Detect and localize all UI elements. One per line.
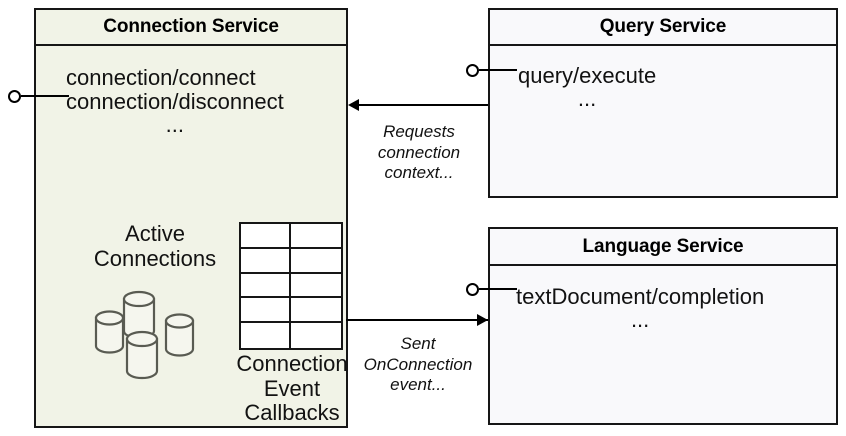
active-connections-label-line2: Connections [93,245,217,271]
endpoint-textdocument-completion: textDocument/completion [516,284,765,309]
sent-label-line3: event... [390,375,446,395]
language-service-title: Language Service [490,229,836,266]
table-cell [291,323,341,348]
query-service-ellipsis: ... [577,85,597,111]
arrow-head-right-icon [477,314,488,326]
language-service-endpoint-list: textDocument/completion ... [516,285,764,331]
connection-event-callbacks-table[interactable] [239,222,343,350]
endpoint-connection-connect: connection/connect [66,65,256,90]
requests-connection-context-label: Requests connection context... [352,122,486,184]
table-cell [291,249,341,274]
table-cell [241,298,291,324]
table-cell [291,224,341,249]
requests-label-line3: context... [384,163,454,183]
language-service-component[interactable]: Language Service textDocument/completion… [488,227,838,425]
requests-label-line1: Requests [383,122,455,141]
endpoint-connection-disconnect: connection/disconnect [66,88,284,114]
language-service-body: textDocument/completion ... SMO Metadata… [490,266,836,423]
connection-event-callbacks-label: Connection Event Callbacks [222,351,362,426]
sent-label-line2: OnConnection [363,354,473,374]
table-cell [241,273,291,299]
query-service-body: query/execute ... Cached Connection [490,46,836,196]
table-cell [291,274,341,299]
active-connections-cylinder-stack-icon [86,289,208,381]
requests-connection-context-arrow [350,104,488,106]
query-service-title: Query Service [490,10,836,46]
query-service-component[interactable]: Query Service query/execute ... Cached C… [488,8,838,198]
provided-interface-lollipop-icon [466,283,479,296]
connection-service-component[interactable]: Connection Service connection/connect co… [34,8,348,428]
connection-service-title: Connection Service [36,10,346,46]
active-connections-label-line1: Active [125,221,185,246]
provided-interface-lollipop-icon [466,64,479,77]
provided-interface-lollipop-icon [8,90,21,103]
table-cell [241,224,291,249]
query-service-endpoint-list: query/execute ... [518,64,656,110]
callbacks-label-line1: Connection [236,351,348,376]
callbacks-label-line2: Event [263,375,321,401]
connection-service-body: connection/connect connection/disconnect… [36,46,348,426]
connection-service-endpoint-list: connection/connect connection/disconnect… [66,66,284,136]
sent-onconnection-event-label: Sent OnConnection event... [348,334,488,396]
language-service-ellipsis: ... [630,306,650,332]
arrow-head-left-icon [348,99,359,111]
requests-label-line2: connection [377,142,461,162]
sent-onconnection-event-arrow [346,319,488,321]
provided-interface-stem [479,69,517,71]
table-cell [241,248,291,274]
sent-label-line1: Sent [400,334,436,353]
connection-service-ellipsis: ... [165,111,185,137]
provided-interface-stem [21,95,69,97]
table-cell [291,298,341,324]
callbacks-label-line3: Callbacks [244,400,340,426]
active-connections-label: Active Connections [81,221,229,271]
endpoint-query-execute: query/execute [518,63,657,88]
provided-interface-stem [479,288,517,290]
table-cell [241,323,291,348]
